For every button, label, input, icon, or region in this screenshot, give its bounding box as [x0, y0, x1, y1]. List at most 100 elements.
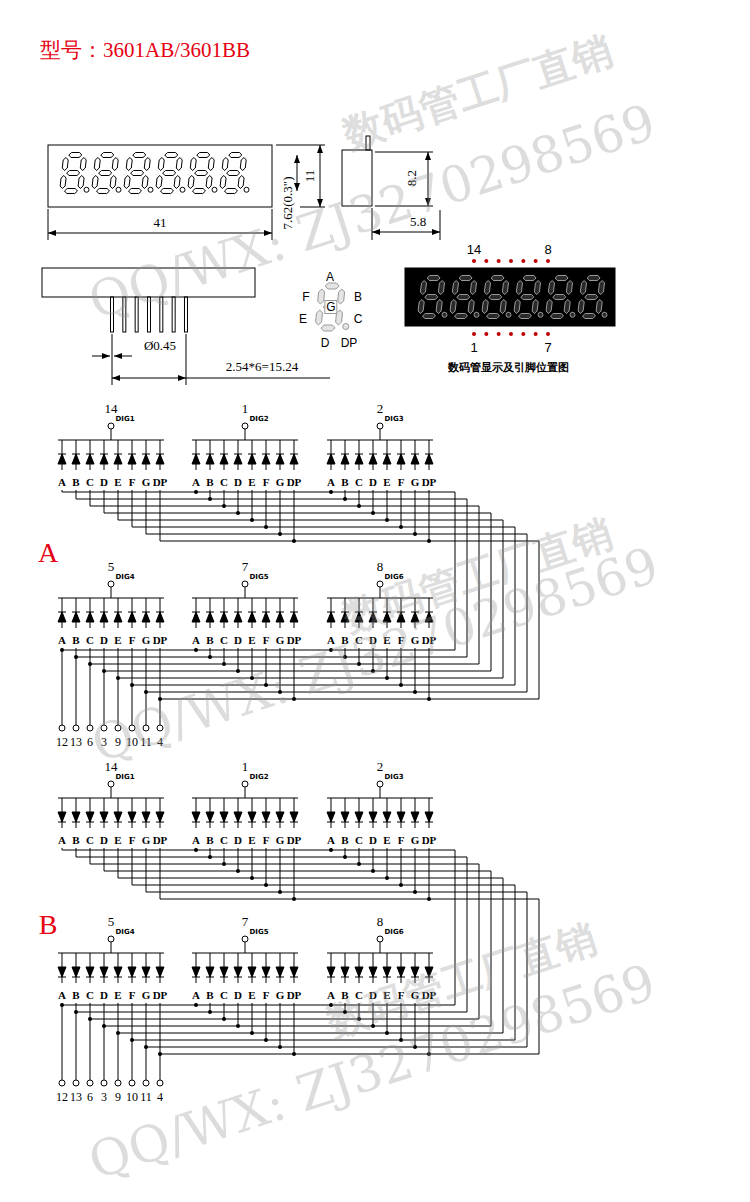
led-bar — [206, 612, 214, 613]
led-symbol — [411, 967, 419, 977]
pin — [123, 297, 126, 332]
led-symbol — [397, 967, 405, 977]
segment-letter: D — [369, 635, 377, 646]
segment-wire — [359, 1003, 360, 1019]
segment-wire — [415, 648, 416, 692]
digit-segment — [587, 276, 600, 281]
pin-side — [366, 136, 370, 150]
junction-dot — [130, 683, 134, 687]
led-bar — [58, 822, 66, 823]
pin-terminal — [108, 423, 114, 429]
pin-number: 4 — [157, 736, 163, 748]
digit-outline — [84, 187, 89, 192]
segment-letter: E — [114, 477, 121, 488]
common-bus — [58, 440, 164, 441]
digit-outline — [101, 153, 114, 158]
led-symbol — [355, 612, 363, 622]
segment-wire — [429, 1003, 430, 1054]
led-symbol — [411, 454, 419, 464]
junction-dot — [399, 683, 403, 687]
led-symbol — [220, 812, 228, 822]
led-bar — [369, 612, 377, 613]
led-bar — [355, 977, 363, 978]
segment-wire — [455, 492, 456, 650]
digit-outline — [67, 171, 80, 176]
led-symbol — [327, 612, 335, 622]
digit-label: DIG2 — [249, 774, 268, 781]
led-symbol — [369, 454, 377, 464]
pin-terminal — [143, 725, 149, 731]
digit-segment — [491, 276, 504, 281]
pin-number: 6 — [87, 1091, 93, 1103]
led-symbol — [220, 454, 228, 464]
segment-wire — [503, 520, 504, 678]
common-lead — [111, 787, 112, 798]
pin-number: 6 — [87, 736, 93, 748]
pin-dot — [497, 259, 501, 263]
junction-dot — [144, 690, 148, 694]
segment-letter: E — [248, 477, 255, 488]
segment-wire — [160, 1054, 539, 1055]
led-bar — [72, 454, 80, 455]
segment-letter: B — [72, 835, 79, 846]
segment-wire — [76, 648, 77, 725]
pin-dot — [509, 332, 513, 336]
segment-letter: E — [383, 635, 390, 646]
watermark: QQ/WX: ZJ3270298569 — [86, 540, 664, 770]
digit-outline — [222, 158, 228, 171]
led-bar — [248, 454, 256, 455]
segment-wire — [527, 892, 528, 1047]
pin-terminal — [87, 725, 93, 731]
segment-wire — [146, 648, 147, 725]
digit-outline — [69, 153, 82, 158]
extension-line — [276, 145, 325, 146]
led-symbol — [425, 454, 433, 464]
led-symbol — [383, 967, 391, 977]
pin-dot — [521, 259, 525, 263]
segment-letter: F — [263, 635, 270, 646]
led-symbol — [192, 812, 200, 822]
segment-letter: DP — [422, 990, 437, 1001]
pin-number: 10 — [126, 736, 138, 748]
junction-dot — [385, 1031, 389, 1035]
digit-outline — [62, 158, 68, 171]
led-bar — [355, 454, 363, 455]
led-symbol — [192, 454, 200, 464]
pin-number: 1 — [470, 341, 477, 354]
led-symbol — [114, 967, 122, 977]
digit-outline — [116, 187, 121, 192]
segment-figure — [338, 289, 345, 304]
led-bar — [86, 977, 94, 978]
segment-letter: F — [263, 990, 270, 1001]
extension-line — [375, 206, 433, 207]
title: 型号：3601AB/3601BB — [40, 40, 250, 61]
segment-letter: DP — [287, 835, 302, 846]
segment-wire — [238, 648, 239, 671]
digit-segment — [570, 312, 575, 317]
led-symbol — [262, 967, 270, 977]
segment-letter: G — [142, 477, 151, 488]
segment-wire — [132, 885, 515, 886]
led-symbol — [425, 612, 433, 622]
led-bar — [114, 612, 122, 613]
digit-outline — [133, 153, 146, 158]
segment-figure — [343, 324, 349, 330]
led-bar — [220, 977, 228, 978]
led-bar — [369, 822, 377, 823]
segment-wire — [146, 1047, 527, 1048]
junction-dot — [74, 655, 78, 659]
pin-number: 2 — [377, 402, 384, 415]
led-bar — [341, 822, 349, 823]
segment-letter: DP — [341, 337, 358, 349]
led-bar — [290, 977, 298, 978]
led-symbol — [383, 812, 391, 822]
junction-dot — [88, 1017, 92, 1021]
segment-letter: D — [369, 835, 377, 846]
led-symbol — [411, 612, 419, 622]
segment-letter: A — [58, 990, 66, 1001]
pin-number: 3 — [101, 1091, 107, 1103]
junction-dot — [413, 1045, 417, 1049]
junction-dot — [158, 697, 162, 701]
segment-letter: A — [327, 990, 335, 1001]
